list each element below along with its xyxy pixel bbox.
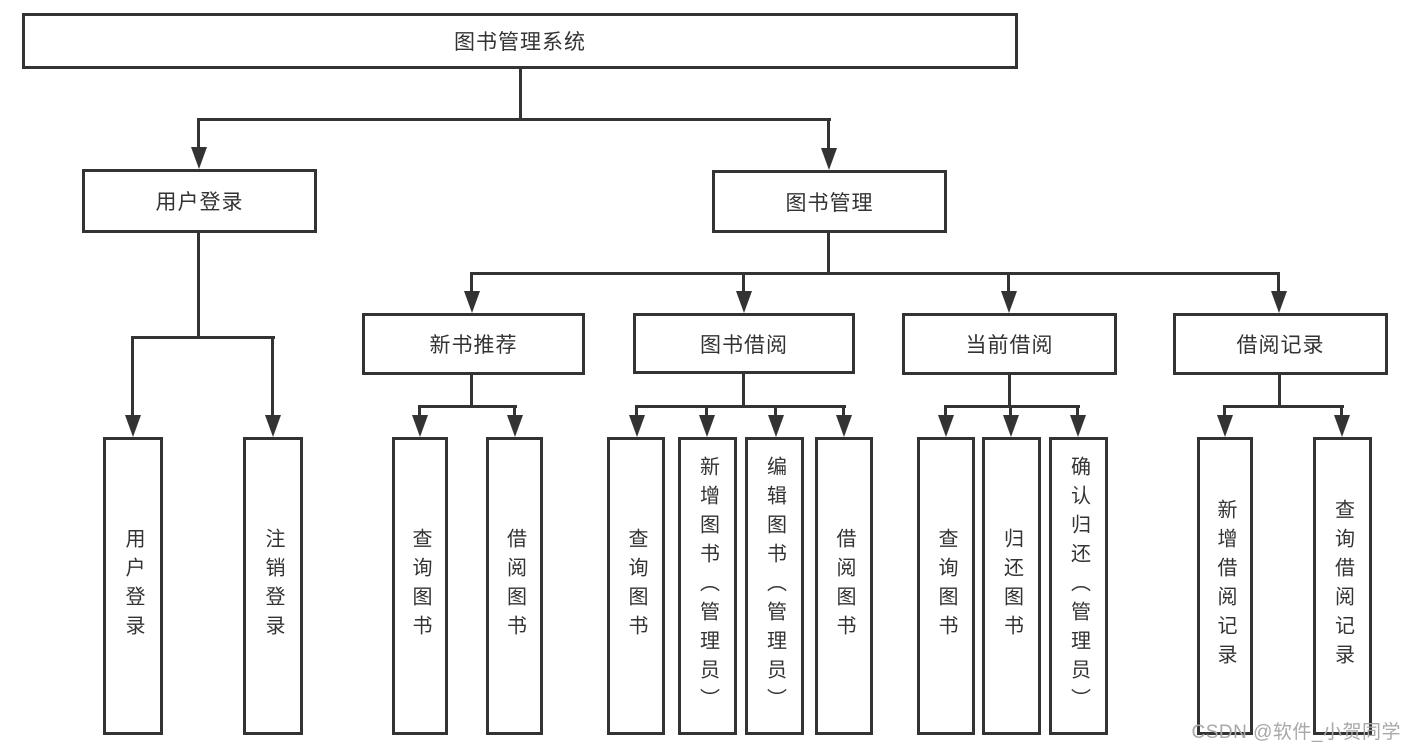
- arrow-down-icon: [464, 291, 480, 313]
- node-current-borrow: 当前借阅: [902, 313, 1117, 375]
- node-book-borrow: 图书借阅: [633, 313, 855, 374]
- leaf-current-return-books: 归还图书: [982, 437, 1041, 735]
- watermark-text: CSDN @软件_小贺同学: [1191, 722, 1401, 743]
- arrow-down-icon: [265, 415, 281, 437]
- arrow-down-icon: [1271, 291, 1287, 313]
- arrow-down-icon: [1003, 415, 1019, 437]
- connector-drop: [513, 405, 516, 419]
- arrow-down-icon: [507, 415, 523, 437]
- node-new-book-recommend: 新书推荐: [362, 313, 585, 375]
- arrow-down-icon: [1217, 415, 1233, 437]
- connector-drop: [635, 405, 638, 419]
- connector-drop: [197, 118, 200, 151]
- arrow-down-icon: [821, 148, 837, 170]
- leaf-newbook-query-books: 查询图书: [392, 437, 448, 735]
- leaf-borrow-borrow-books: 借阅图书: [815, 437, 873, 735]
- connector-drop: [1223, 405, 1226, 419]
- connector-current-borrow-stem: [1008, 375, 1011, 408]
- connector-level2-bar: [197, 118, 831, 121]
- arrow-down-icon: [768, 415, 784, 437]
- connector-book-borrow-bar: [635, 405, 846, 408]
- connector-drop: [742, 272, 745, 294]
- connector-user-login-stem: [197, 233, 200, 339]
- leaf-borrow-query-books: 查询图书: [607, 437, 665, 735]
- connector-drop: [1007, 272, 1010, 294]
- arrow-down-icon: [938, 415, 954, 437]
- arrow-down-icon: [736, 291, 752, 313]
- leaf-records-add-borrow-record: 新增借阅记录: [1197, 437, 1253, 735]
- connector-drop: [1277, 272, 1280, 294]
- connector-drop: [705, 405, 708, 419]
- node-library-management-system: 图书管理系统: [22, 13, 1018, 69]
- connector-borrow-records-bar: [1223, 405, 1344, 408]
- connector-drop: [827, 118, 830, 152]
- leaf-newbook-borrow-books: 借阅图书: [486, 437, 543, 735]
- connector-drop: [944, 405, 947, 419]
- arrow-down-icon: [1070, 415, 1086, 437]
- connector-level3-bar: [470, 272, 1280, 275]
- arrow-down-icon: [125, 415, 141, 437]
- connector-new-book-bar: [418, 405, 517, 408]
- node-book-management: 图书管理: [712, 170, 947, 233]
- connector-drop: [418, 405, 421, 419]
- connector-borrow-records-stem: [1278, 375, 1281, 408]
- connector-new-book-stem: [470, 375, 473, 408]
- connector-current-borrow-bar: [944, 405, 1080, 408]
- arrow-down-icon: [629, 415, 645, 437]
- connector-drop: [271, 336, 274, 419]
- connector-drop: [1076, 405, 1079, 419]
- connector-book-borrow-stem: [742, 374, 745, 408]
- arrow-down-icon: [1334, 415, 1350, 437]
- leaf-logout: 注销登录: [243, 437, 303, 735]
- leaf-current-query-books: 查询图书: [917, 437, 975, 735]
- arrow-down-icon: [1001, 291, 1017, 313]
- connector-drop: [131, 336, 134, 419]
- arrow-down-icon: [191, 147, 207, 169]
- leaf-records-query-borrow-record: 查询借阅记录: [1313, 437, 1372, 735]
- leaf-current-confirm-return-admin: 确认归还（管理员）: [1049, 437, 1108, 735]
- connector-drop: [1340, 405, 1343, 419]
- leaf-user-login: 用户登录: [103, 437, 163, 735]
- connector-root-stem: [519, 69, 522, 121]
- connector-drop: [1009, 405, 1012, 419]
- connector-drop: [774, 405, 777, 419]
- arrow-down-icon: [836, 415, 852, 437]
- arrow-down-icon: [699, 415, 715, 437]
- arrow-down-icon: [412, 415, 428, 437]
- connector-drop: [470, 272, 473, 294]
- leaf-borrow-add-books-admin: 新增图书（管理员）: [678, 437, 737, 735]
- connector-user-login-bar: [131, 336, 275, 339]
- connector-book-mgmt-stem: [827, 233, 830, 275]
- node-user-login: 用户登录: [82, 169, 317, 233]
- connector-drop: [842, 405, 845, 419]
- node-borrow-records: 借阅记录: [1173, 313, 1388, 375]
- leaf-borrow-edit-books-admin: 编辑图书（管理员）: [745, 437, 804, 735]
